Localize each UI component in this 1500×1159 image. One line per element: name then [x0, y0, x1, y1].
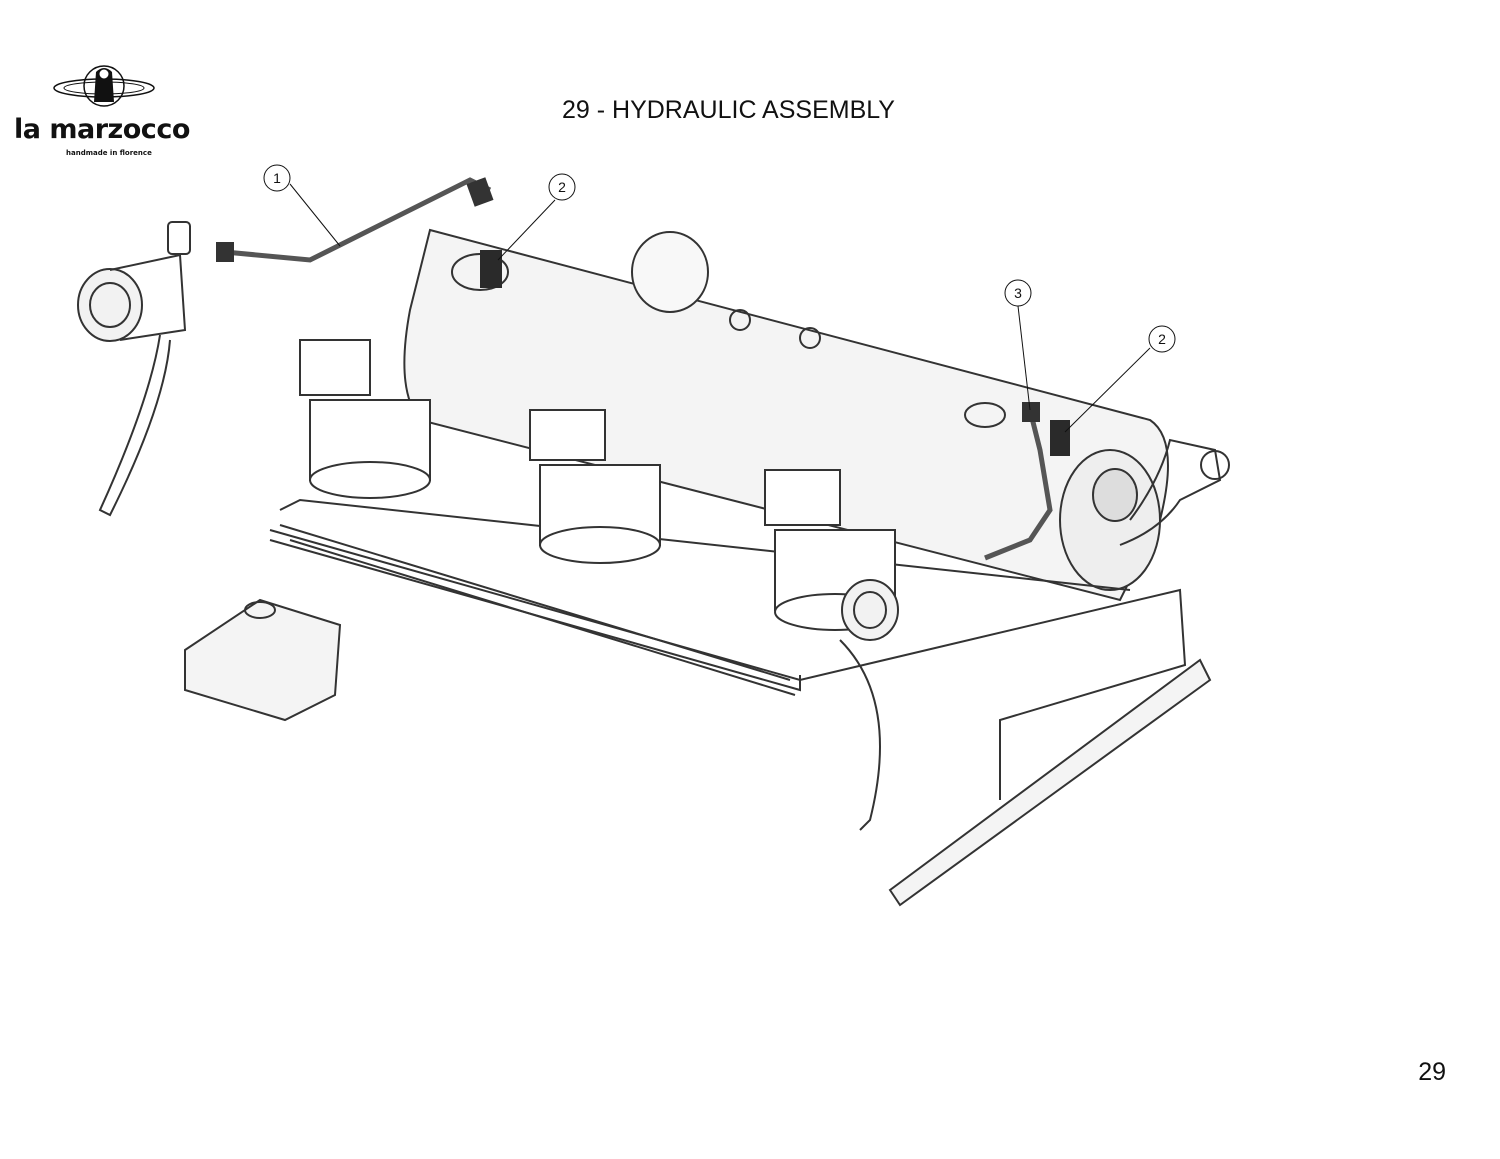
- callout-2-left: 2: [497, 173, 576, 261]
- hose-fitting-left: [216, 242, 234, 262]
- callout-2-right: 2: [1064, 325, 1176, 433]
- callout-2-right-label: 2: [1158, 331, 1166, 347]
- callout-3: 3: [1004, 279, 1032, 411]
- callout-1: 1: [263, 164, 341, 247]
- callout-2-left-label: 2: [558, 179, 566, 195]
- probe-right: [1050, 420, 1070, 456]
- globe-lion-emblem-icon: [53, 65, 155, 107]
- highlighted-parts: [216, 177, 1070, 561]
- group-head-3: [764, 469, 899, 641]
- group-head-2: [529, 409, 661, 564]
- group-head-1: [299, 339, 431, 499]
- brand-logo: la marzocco handmade in florence: [10, 62, 210, 162]
- drawing-linework: [77, 221, 1230, 907]
- hose-fitting-right: [1022, 402, 1040, 422]
- hose-fitting-top: [466, 177, 494, 207]
- page-title: 29 - HYDRAULIC ASSEMBLY: [562, 96, 895, 124]
- callout-1-label: 1: [273, 170, 281, 186]
- page-number: 29: [1418, 1058, 1446, 1086]
- brand-name: la marzocco: [14, 114, 190, 145]
- probe-left: [480, 250, 502, 288]
- callout-3-label: 3: [1014, 285, 1022, 301]
- brand-tagline: handmade in florence: [66, 149, 152, 157]
